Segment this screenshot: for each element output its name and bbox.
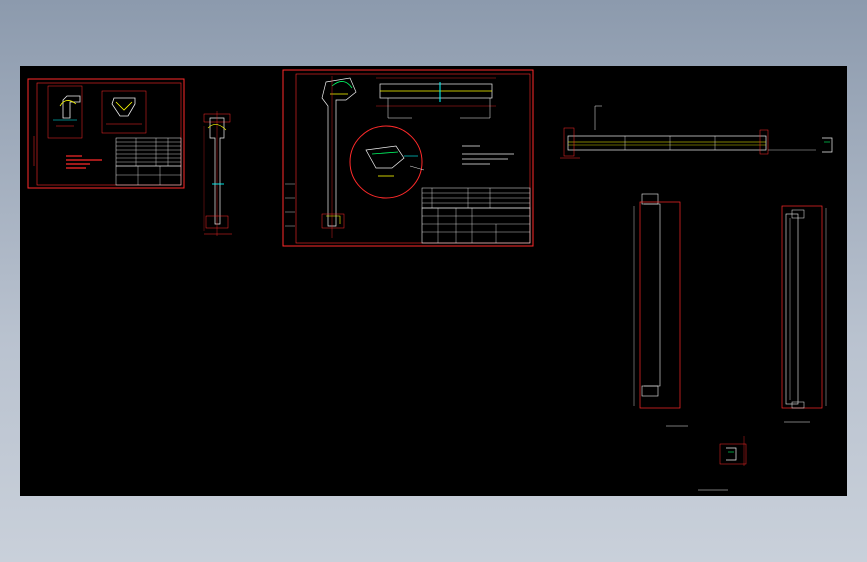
- cad-model-space[interactable]: [20, 66, 847, 496]
- title-block-small: [115, 165, 182, 186]
- title-block-large: [421, 187, 531, 244]
- technical-notes: [66, 155, 102, 169]
- beam-horizontal[interactable]: [560, 105, 833, 159]
- cad-drawing[interactable]: [20, 66, 847, 496]
- sheet-beam-view: [376, 77, 496, 119]
- profile-detail-b: [101, 90, 147, 134]
- parts-list: [115, 137, 182, 167]
- circular-detail-view: [349, 125, 425, 199]
- drawing-sheet-large[interactable]: [282, 69, 534, 247]
- profile-detail-a: [47, 85, 83, 139]
- long-part-elevation[interactable]: [633, 193, 688, 427]
- sheet-column-view: [321, 76, 357, 238]
- drawing-sheet-small[interactable]: [27, 78, 185, 189]
- long-part-section[interactable]: [781, 205, 827, 423]
- small-profile-detail[interactable]: [698, 436, 747, 491]
- column-vertical[interactable]: [203, 111, 232, 236]
- sheet-notes: [462, 145, 514, 165]
